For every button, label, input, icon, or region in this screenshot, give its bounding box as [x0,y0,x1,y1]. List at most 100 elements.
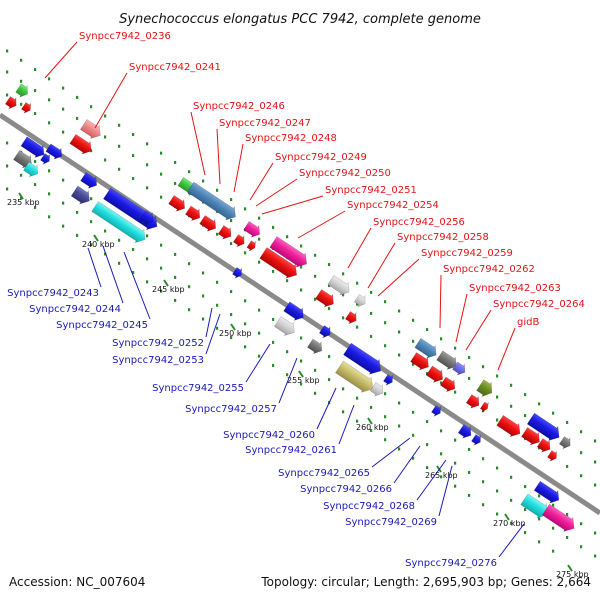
track-dot [300,359,303,363]
leader-line-lower [438,465,453,517]
scale-tick-label: 250 kbp [219,329,252,338]
scale-tick-label: 270 kbp [493,519,526,528]
gene-arrow [541,503,575,532]
gene-feature [520,493,548,519]
gene-arrow [199,215,216,232]
gene-arrow [344,311,357,325]
track-dot [426,372,429,376]
scale-tick-mark [567,564,573,572]
gene-feature [353,294,366,308]
gene-arrow [246,240,256,252]
track-dot [370,290,373,294]
track-dot [454,484,457,488]
track-dot [230,313,233,317]
gene-feature [335,360,373,393]
track-dot [356,419,359,423]
track-dot [496,466,499,470]
track-dot [146,186,149,190]
gene-feature [541,503,575,532]
gene-label-lower: Synpcc7942_0276 [405,558,497,569]
track-dot [6,70,9,74]
track-dot [398,353,401,357]
track-dot [286,350,289,354]
gene-feature [369,382,384,397]
track-dot [160,151,163,155]
gene-feature [440,376,456,393]
leader-line-lower [87,247,102,288]
track-dot [342,410,345,414]
track-dot [412,433,415,437]
leader-line-upper [255,178,298,207]
gene-arrow [369,382,384,397]
gene-feature [436,350,457,370]
track-dot [580,451,583,455]
leader-line-lower [278,357,298,404]
track-dot [48,192,51,196]
track-dot [34,160,37,164]
track-dot [62,107,65,111]
label-leader-lines [44,41,525,558]
track-dot [594,531,597,535]
gene-arrow [343,342,381,375]
track-dot [132,154,135,158]
gene-label-upper: Synpcc7942_0248 [245,133,337,144]
gene-arrow [168,195,185,212]
gene-arrow [259,247,297,279]
track-dot [468,355,471,359]
track-dot [412,318,415,322]
track-dot [6,187,9,191]
track-dot [496,395,499,399]
gene-labels: Synpcc7942_0236Synpcc7942_0241Synpcc7942… [7,31,585,569]
track-dot [412,339,415,343]
scale-tick-label: 265 kbp [425,471,458,480]
gene-feature [185,205,201,222]
track-dot [174,298,177,302]
track-dot [398,424,401,428]
track-dot [20,58,23,62]
gene-feature [431,405,441,417]
gene-feature [283,301,304,321]
gene-feature [80,119,101,139]
track-dot [482,365,485,369]
track-dot [230,290,233,294]
scale-tick-label: 240 kbp [82,240,115,249]
gene-feature [91,201,146,244]
track-dot [328,284,331,288]
track-dot [580,545,583,549]
gene-feature [69,133,92,155]
gene-feature [479,401,489,413]
track-dot [20,173,23,177]
track-dot [538,540,541,544]
gene-arrow [479,401,489,413]
leader-line-upper [216,128,221,185]
gene-feature [476,379,493,397]
track-dot [272,317,275,321]
track-dot [272,225,275,229]
track-dot [370,311,373,315]
gene-arrow [327,274,350,296]
track-dot [566,464,569,468]
gene-arrow [526,412,560,441]
gene-label-upper: Synpcc7942_0251 [325,185,417,196]
track-dot [384,321,387,325]
gene-feature [45,143,62,160]
track-dot [48,77,51,81]
track-dot [104,135,107,139]
gene-arrow [40,153,50,165]
gene-feature [21,102,31,114]
gene-feature [457,424,472,439]
gene-feature [23,161,39,178]
track-dot [286,235,289,239]
track-dot [76,95,79,99]
track-dot [244,345,247,349]
gene-feature [496,415,521,438]
track-dot [160,172,163,176]
track-dot [202,179,205,183]
track-dot [104,229,107,233]
track-dot [160,243,163,247]
gene-label-lower: Synpcc7942_0245 [56,320,148,331]
gene-arrow [353,294,366,308]
gene-feature [414,337,437,359]
scale-tick-mark [230,323,236,331]
gene-feature [521,427,540,446]
